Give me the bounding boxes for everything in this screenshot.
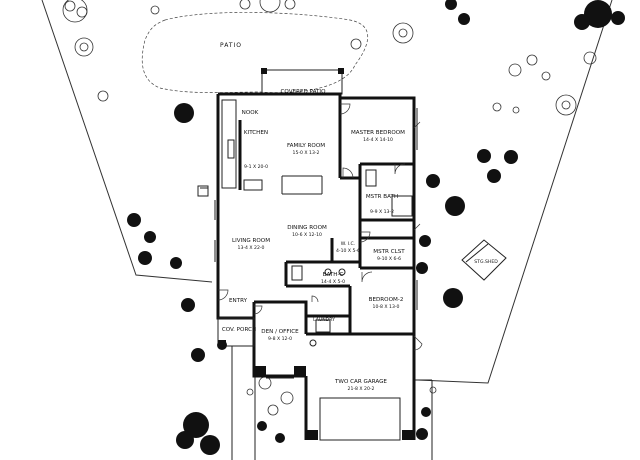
master-bath-label: MSTR BATH — [366, 194, 398, 200]
nook-label: NOOK — [242, 110, 259, 116]
walkways — [231, 346, 433, 460]
interior-walls — [221, 98, 414, 347]
room-labels: COVERED PATIO NOOK KITCHEN 9-1 X 20-0 FA… — [222, 89, 405, 392]
wic-dims: 4-10 X 5-6 — [336, 248, 360, 254]
living-room-dims: 13-4 X 22-0 — [238, 245, 265, 251]
dining-room-dims: 10-6 X 12-10 — [292, 232, 322, 238]
cov-porch-label: COV. PORCH — [222, 327, 256, 333]
living-room-label: LIVING ROOM — [232, 238, 270, 244]
dining-room-label: DINING ROOM — [287, 225, 327, 231]
den-office-dims: 9-8 X 12-0 — [268, 336, 292, 342]
master-bath-dims: 9-9 X 13-2 — [370, 209, 394, 215]
bath-c-label: BATH-C — [323, 272, 344, 278]
master-bedroom-dims: 14-4 X 14-10 — [363, 137, 393, 143]
wic-label: W. I.C. — [341, 241, 355, 247]
master-bedroom-label: MASTER BEDROOM — [351, 130, 405, 136]
storage-shed: STG.SHED — [461, 239, 507, 281]
storage-shed-label: STG.SHED — [474, 259, 498, 265]
lot-lines — [41, 0, 613, 384]
garage-dims: 21-8 X 20-2 — [348, 386, 375, 392]
family-room-dims: 15-0 X 13-2 — [293, 150, 320, 156]
kitchen-label: KITCHEN — [244, 130, 268, 136]
landscaping — [62, 0, 625, 455]
garage-label: TWO CAR GARAGE — [334, 379, 387, 385]
master-closet-dims: 9-10 X 6-6 — [377, 256, 401, 262]
bedroom-2-label: BEDROOM-2 — [369, 297, 404, 303]
laundry-label: LAUNDRY — [313, 317, 335, 323]
patio-outline — [141, 12, 369, 93]
house-walls — [216, 68, 416, 441]
kitchen-dims: 9-1 X 20-0 — [244, 164, 268, 170]
covered-patio-label: COVERED PATIO — [281, 89, 327, 95]
bath-c-dims: 14-4 X 5-0 — [321, 279, 345, 285]
master-closet-label: MSTR CLST — [373, 249, 405, 255]
entry-label: ENTRY — [229, 298, 248, 304]
patio-label: PATIO — [220, 42, 242, 49]
bedroom-2-dims: 10-8 X 13-0 — [373, 304, 400, 310]
family-room-label: FAMILY ROOM — [287, 143, 325, 149]
windows — [197, 108, 418, 310]
den-office-label: DEN / OFFICE — [261, 329, 299, 335]
doors — [217, 103, 423, 351]
